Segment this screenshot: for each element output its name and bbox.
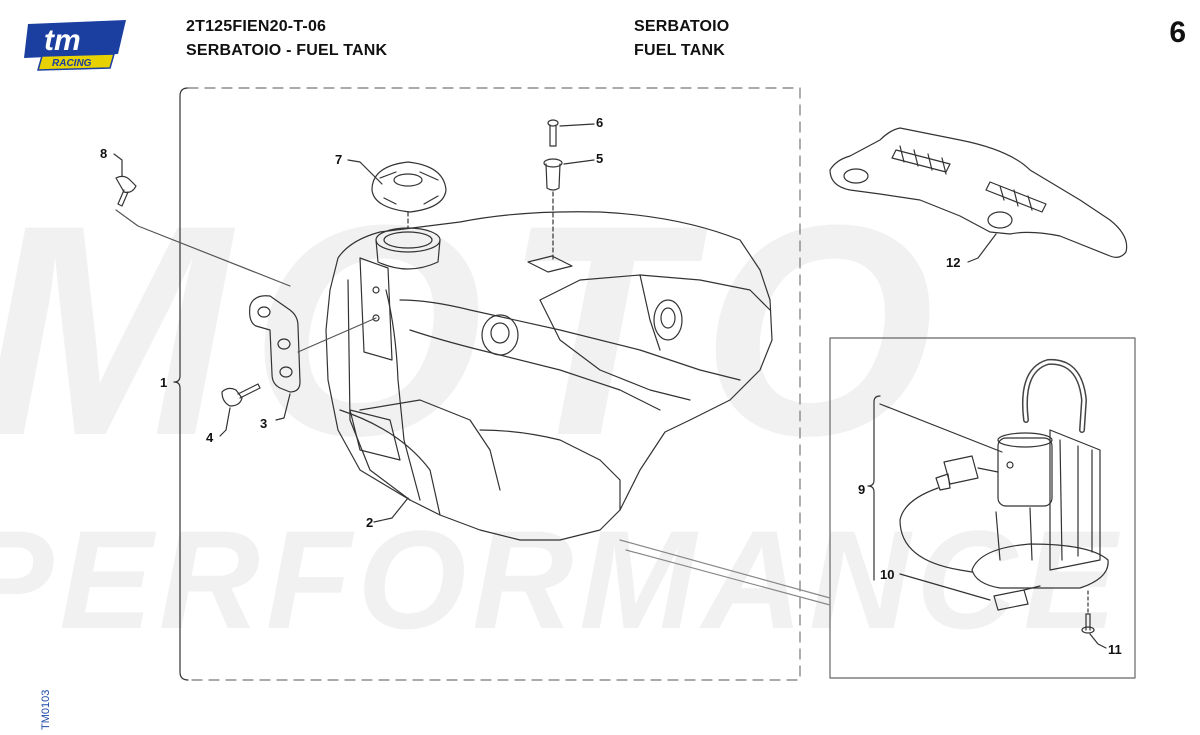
- callout-8: 8: [100, 146, 107, 161]
- leader-2: [373, 497, 409, 523]
- doc-title-combined: SERBATOIO - FUEL TANK: [186, 42, 388, 59]
- leader-10: [899, 573, 991, 601]
- title-english: FUEL TANK: [634, 42, 725, 59]
- logo-text: tm: [44, 24, 81, 57]
- callout-4: 4: [206, 430, 214, 445]
- title-italian: SERBATOIO: [634, 18, 730, 35]
- leader-5: [563, 159, 595, 165]
- inset-leader-2: [625, 549, 831, 606]
- callout-9: 9: [858, 482, 865, 497]
- callout-11: 11: [1108, 642, 1122, 657]
- leader-11: [1089, 633, 1107, 649]
- leader-9: [879, 403, 1003, 453]
- group-frame-dashed: [187, 87, 801, 681]
- leader-8: [113, 153, 123, 177]
- bracket-group-1: [173, 87, 189, 681]
- cover-12: [829, 127, 1128, 258]
- page-number: 6: [1169, 16, 1186, 49]
- callout-7: 7: [335, 152, 342, 167]
- callout-1: 1: [160, 375, 167, 390]
- leader-7: [347, 159, 383, 185]
- fuel-tank: [325, 211, 773, 541]
- leader-4: [219, 407, 231, 437]
- callout-6: 6: [596, 115, 603, 130]
- mounting-bracket-3: [249, 295, 377, 393]
- inset-leader: [619, 539, 831, 599]
- doc-code: 2T125FIEN20-T-06: [186, 18, 327, 35]
- bushing-5: [543, 158, 563, 263]
- fuel-cap: [371, 161, 447, 229]
- callout-3: 3: [260, 416, 267, 431]
- bolt-4: [221, 383, 261, 407]
- logo-subtext: RACING: [52, 58, 92, 69]
- leader-12: [967, 233, 997, 263]
- tm-racing-logo: tm RACING: [22, 14, 132, 72]
- leader-6: [559, 123, 595, 127]
- leader-3: [275, 393, 291, 421]
- fuel-pump-assembly: [867, 358, 1109, 634]
- callout-2: 2: [366, 515, 373, 530]
- callout-5: 5: [596, 151, 603, 166]
- callout-10: 10: [880, 567, 894, 582]
- screw-6: [547, 119, 559, 147]
- screw-8: [115, 175, 291, 287]
- callout-12: 12: [946, 255, 960, 270]
- fuel-pump-inset-frame: [829, 337, 1136, 679]
